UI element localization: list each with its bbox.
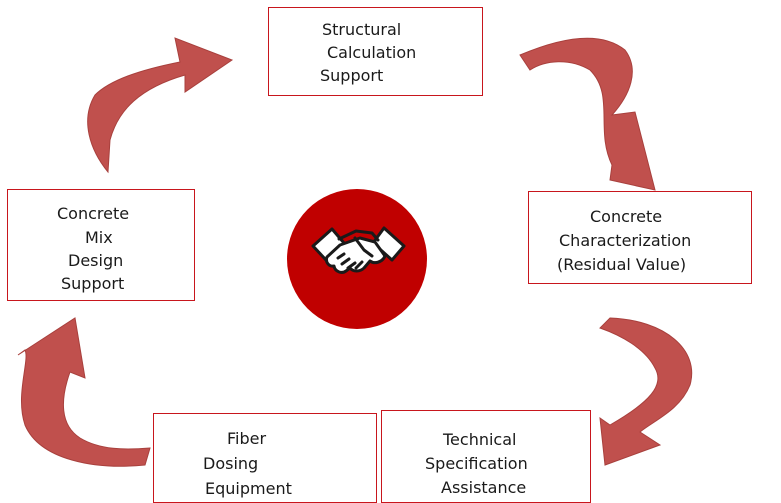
handshake-icon <box>311 226 406 274</box>
node-label-line: Concrete <box>590 207 663 226</box>
node-structural-calculation-support: Structural Calculation Support <box>268 7 483 96</box>
cycle-arrow-top-right <box>519 37 656 191</box>
node-label-line: Concrete <box>57 204 130 223</box>
cycle-arrow-top-left <box>87 37 234 174</box>
node-label-line: Equipment <box>205 479 292 498</box>
cycle-arrow-bottom-left <box>17 317 151 467</box>
node-fiber-dosing-equipment: Fiber Dosing Equipment <box>153 413 377 503</box>
node-label-line: Mix <box>85 228 113 247</box>
node-label-line: Support <box>320 66 384 85</box>
node-concrete-characterization: Concrete Characterization (Residual Valu… <box>528 191 752 284</box>
node-label-line: Technical <box>443 430 517 449</box>
node-label-line: Specification <box>425 454 528 473</box>
node-concrete-mix-design-support: Concrete Mix Design Support <box>7 189 195 301</box>
node-label-line: Characterization <box>559 231 692 250</box>
node-label-line: Calculation <box>327 43 417 62</box>
cycle-arrow-right <box>599 317 693 466</box>
node-label-line: Structural <box>322 20 402 39</box>
node-label-line: Assistance <box>441 478 527 497</box>
node-label-line: Fiber <box>227 429 267 448</box>
node-label-line: (Residual Value) <box>557 255 687 274</box>
node-label-line: Support <box>61 274 125 293</box>
node-label-line: Design <box>68 251 124 270</box>
node-technical-specification-assistance: Technical Specification Assistance <box>381 410 591 503</box>
node-label-line: Dosing <box>203 454 259 473</box>
